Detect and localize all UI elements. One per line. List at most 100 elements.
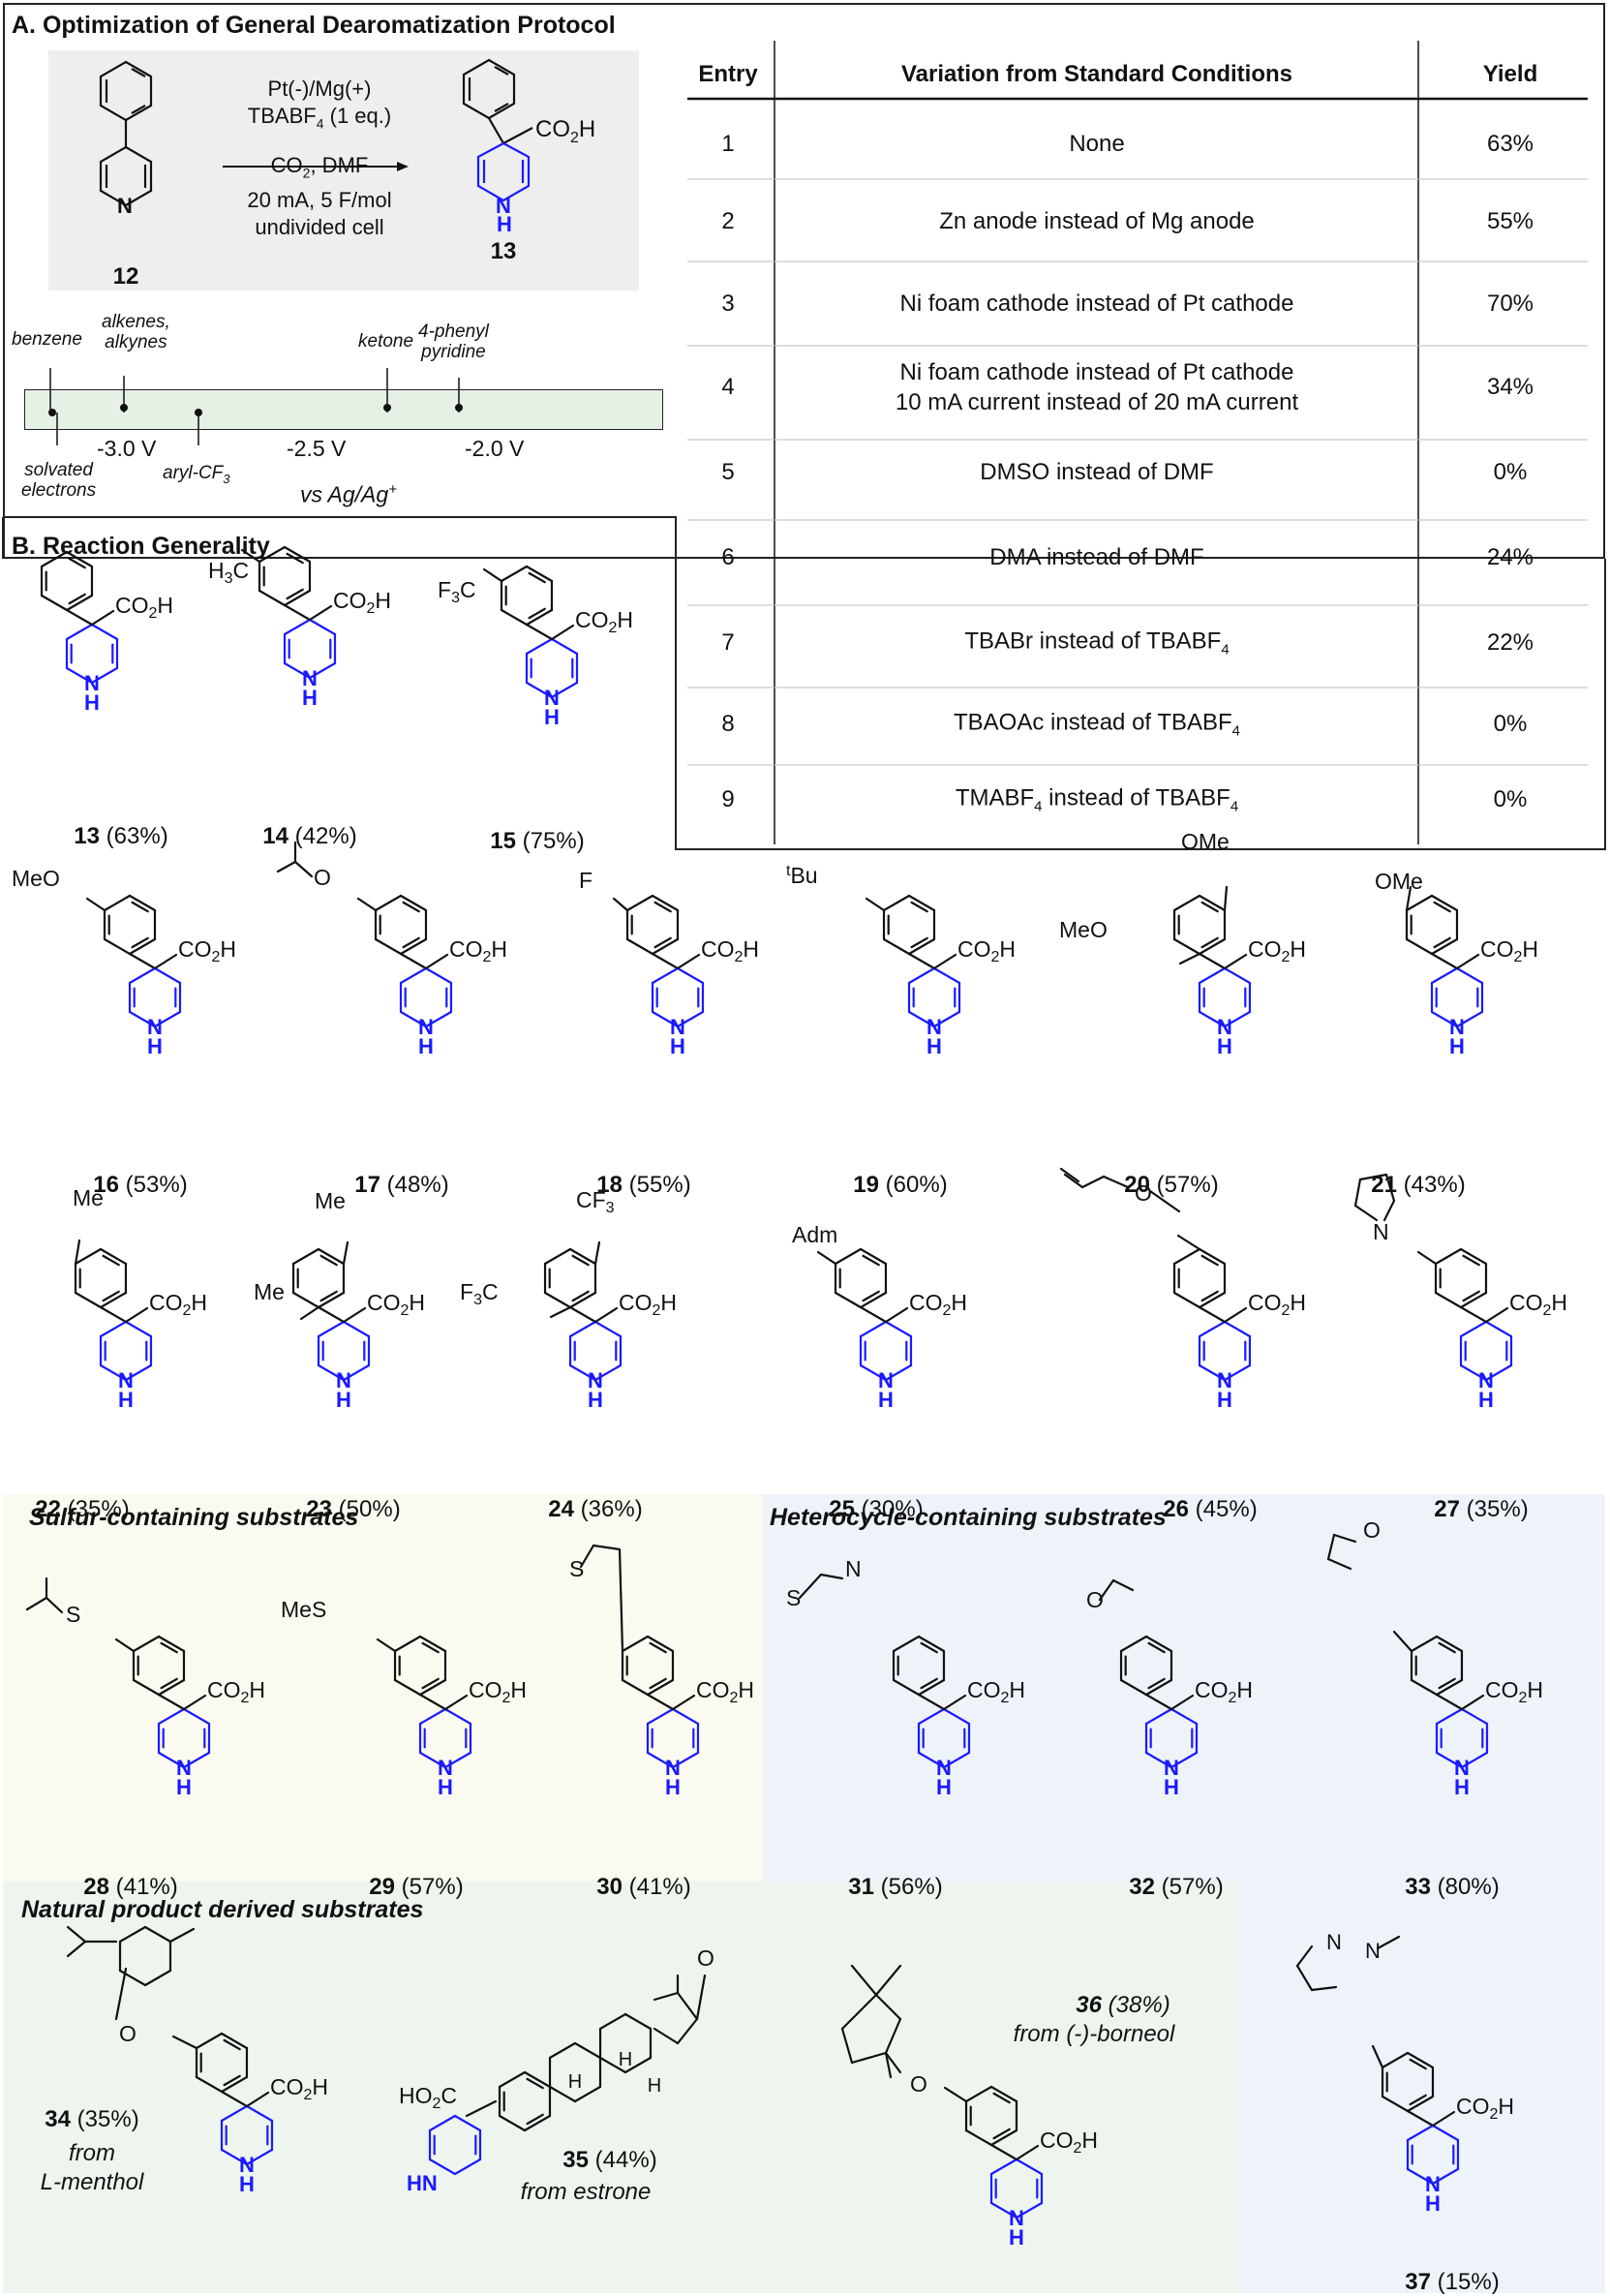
- nitrogen-label: N: [1449, 1015, 1465, 1039]
- benzene-ring: [317, 1247, 346, 1266]
- aryl-bond: [989, 2143, 1018, 2161]
- dihydropyridine-ring: [182, 1751, 211, 1769]
- benzene-ring: [1405, 894, 1434, 912]
- reaction-scheme: [99, 58, 533, 207]
- carboxyl-bond: [182, 1694, 207, 1711]
- chain-bond: [1148, 1189, 1181, 1213]
- dihydropyridine-ring: [399, 966, 428, 985]
- compound-26-label: 26 (45%): [1163, 1496, 1257, 1523]
- entry-2: 2: [721, 208, 735, 234]
- dihydropyridine-ring: [1460, 1707, 1489, 1726]
- double-bond: [1059, 1167, 1080, 1183]
- benzene-ring: [258, 545, 287, 564]
- compound-number: 21: [1371, 1172, 1398, 1198]
- cf3-bond: [482, 567, 503, 583]
- sulfur-label: S: [786, 1585, 801, 1610]
- compound-30-label: 30 (41%): [596, 1874, 690, 1901]
- entry-5: 5: [721, 459, 735, 485]
- aryl-bond: [917, 1693, 946, 1711]
- dihydropyridine-ring: [1455, 966, 1484, 985]
- compound-21-label: 21 (43%): [1371, 1172, 1465, 1199]
- double-bond: [526, 2077, 544, 2090]
- yield-9: 0%: [1493, 786, 1528, 812]
- benzene-ring: [1434, 1247, 1463, 1266]
- dihydropyridine-ring: [283, 661, 312, 680]
- yield-7: 22%: [1486, 629, 1534, 656]
- double-bond: [649, 1677, 667, 1690]
- compound-23-label: 23 (50%): [306, 1496, 400, 1523]
- benzene-ring: [1172, 1291, 1201, 1309]
- c-ring: [598, 2012, 627, 2031]
- carboxylic-acid-label: CO2H: [1480, 936, 1538, 965]
- natural-title: Natural product derived substrates: [21, 1896, 424, 1923]
- reactant-n: N: [117, 194, 133, 218]
- nitrogen-label: N: [418, 1015, 434, 1039]
- double-bond: [160, 1641, 178, 1654]
- compound-yield: (80%): [1431, 1874, 1500, 1900]
- compound-yield: (50%): [332, 1496, 401, 1522]
- benzene-ring: [621, 1678, 650, 1697]
- c-ring: [623, 2012, 653, 2031]
- compound-yield: (57%): [1155, 1874, 1224, 1900]
- methyl-bond: [342, 1240, 349, 1266]
- entry-9: 9: [721, 786, 735, 812]
- condition-1: Pt(-)/Mg(+): [267, 77, 372, 101]
- dihydropyridine-ring: [1223, 1010, 1252, 1028]
- methyl-bond: [1376, 1935, 1401, 1950]
- aryl-bond: [399, 952, 428, 970]
- d-ring-bond: [653, 2027, 680, 2045]
- thiophene-bond: [618, 1547, 624, 1653]
- condition-5: undivided cell: [255, 214, 384, 239]
- double-bond: [920, 1641, 938, 1654]
- nh-hydrogen-label: H: [118, 1388, 134, 1412]
- compound-yield: (35%): [71, 2106, 139, 2132]
- conditions-table: Entry Variation from Standard Conditions…: [678, 41, 1588, 864]
- benzene-ring: [1459, 1291, 1488, 1309]
- benzene-ring: [1172, 937, 1201, 956]
- methyl-bond: [299, 1305, 320, 1321]
- adamantyl-bond: [816, 1250, 837, 1266]
- benzene-ring: [65, 594, 94, 612]
- compound-34-source-prefix: from: [69, 2140, 115, 2166]
- dihydropyridine-ring: [418, 1707, 447, 1726]
- nitrogen-label: N: [118, 1368, 134, 1393]
- aryl-bond: [1459, 1305, 1488, 1324]
- stereo-h-label: H: [568, 2071, 582, 2093]
- carboxylic-acid-label: CO2H: [967, 1677, 1025, 1706]
- entry-3: 3: [721, 291, 735, 317]
- chain-bond: [1102, 1175, 1130, 1189]
- aryl-bond: [1430, 952, 1459, 970]
- yield-6: 24%: [1486, 544, 1534, 570]
- isopropyl-bond: [293, 860, 314, 878]
- pyrazolyl-bond: [1371, 2044, 1384, 2069]
- benzene-ring: [258, 589, 287, 607]
- carboxyl-bond: [153, 953, 178, 970]
- benzene-ring: [74, 1247, 103, 1266]
- carboxylic-acid-label: CO2H: [1456, 2094, 1514, 2123]
- c-ring: [623, 2056, 653, 2074]
- aromatic-a-ring: [498, 2070, 527, 2089]
- nh-hydrogen-label: H: [84, 690, 100, 715]
- yield-8: 0%: [1493, 711, 1528, 737]
- benzene-ring: [1405, 937, 1434, 956]
- compound-yield: (45%): [1189, 1496, 1258, 1522]
- label-benzene: benzene: [12, 329, 82, 350]
- benzene-ring: [568, 1247, 597, 1266]
- product-label: 13: [490, 238, 517, 264]
- dihydropyridine-ring: [1435, 1707, 1464, 1726]
- benzene-ring: [892, 1635, 921, 1653]
- dihydropyridine-ring: [907, 966, 936, 985]
- double-bond: [160, 1677, 178, 1690]
- compound-yield: (43%): [1397, 1172, 1466, 1198]
- dihydropyridine-ring: [1459, 1363, 1488, 1382]
- compound-yield: (38%): [1102, 1992, 1170, 2018]
- benzene-ring: [283, 589, 312, 607]
- compound-number: 30: [596, 1874, 623, 1900]
- dihydropyridine-ring: [1015, 2158, 1044, 2176]
- dihydropyridine-ring: [90, 666, 119, 685]
- nh-hydrogen-label: H: [1217, 1388, 1232, 1412]
- bornyl-bond: [850, 1964, 878, 1997]
- compound-14-label: 14 (42%): [262, 823, 356, 850]
- nitrogen-label: N: [1373, 1219, 1389, 1244]
- c-ring: [598, 2056, 627, 2074]
